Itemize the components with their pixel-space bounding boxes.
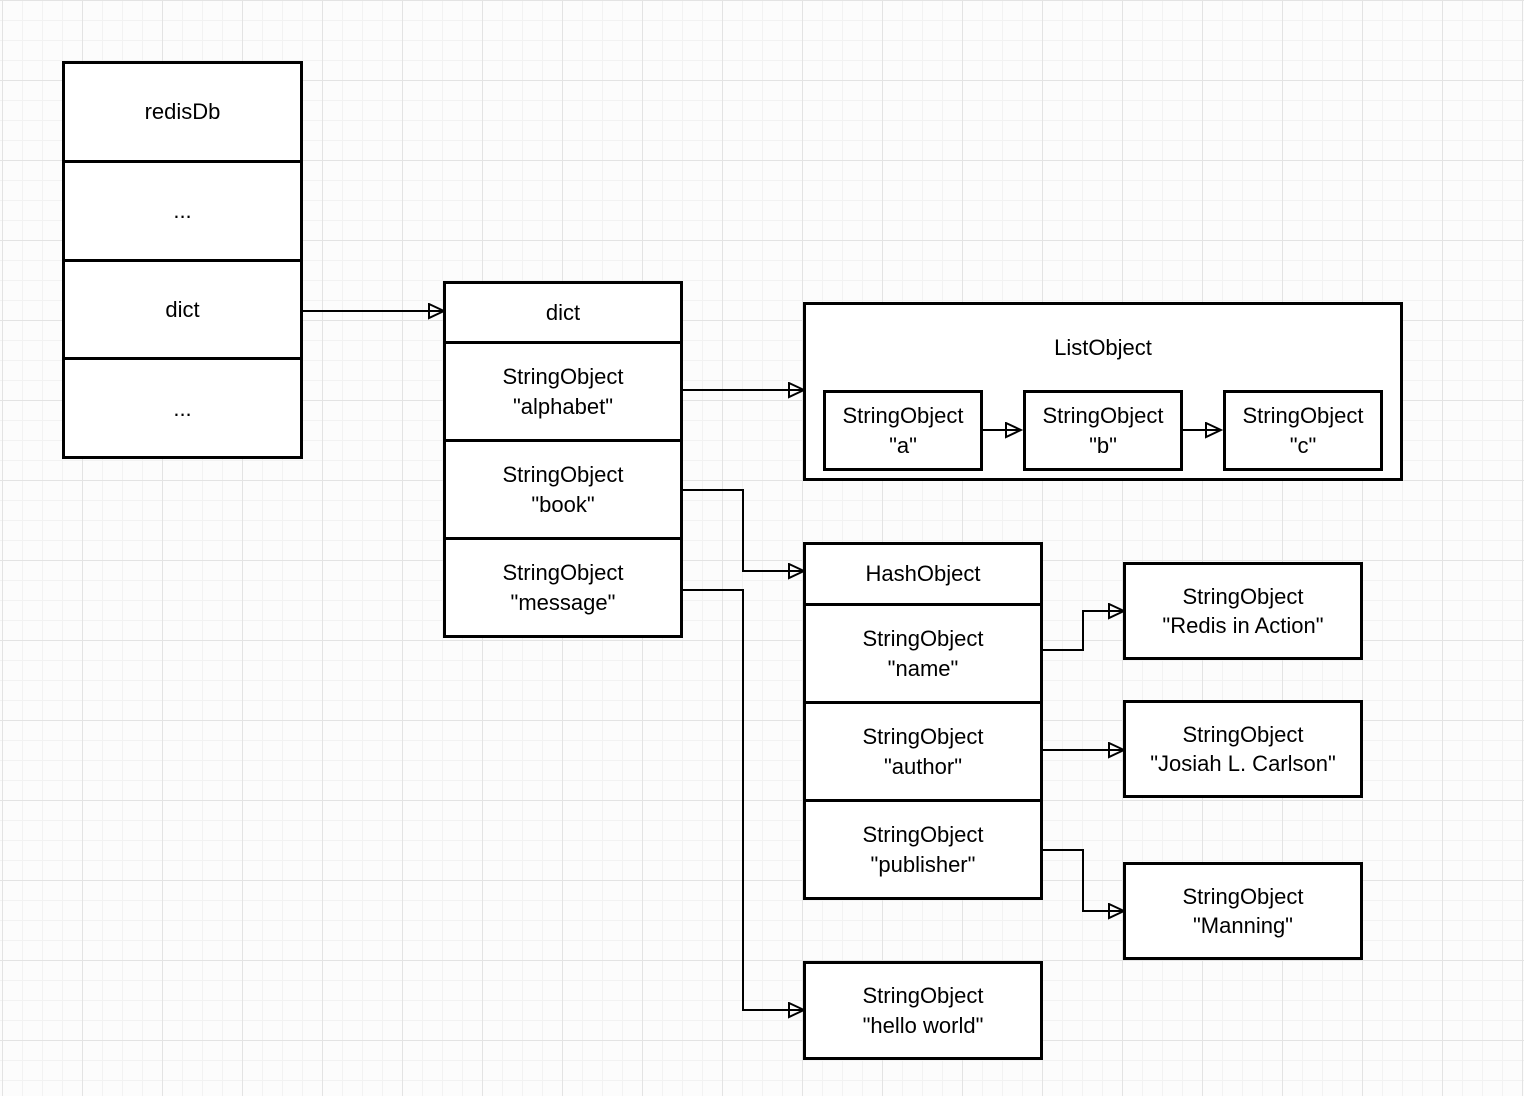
dict-book-value: "book" [531,491,595,517]
redisdb-row-title: redisDb [144,99,221,125]
list-item-a-value: "a" [889,432,917,458]
dict-table: dict StringObject "alphabet" StringObjec… [443,281,683,638]
hash-name-type: StringObject [862,626,984,652]
dict-alphabet-value: "alphabet" [512,393,614,419]
list-item-a: StringObject "a" [823,390,983,471]
dict-row-message: StringObject "message" [446,537,680,635]
edge-publisher-to-manning [1043,849,1123,911]
redisdb-table: redisDb ... dict ... [62,61,303,459]
hash-publisher-value: "publisher" [870,851,976,877]
josiah-type: StringObject [1182,721,1304,747]
edge-book-to-hashobject [683,489,803,571]
hash-object: HashObject StringObject "name" StringObj… [803,542,1043,900]
hash-row-name: StringObject "name" [806,603,1040,701]
hash-author-type: StringObject [862,724,984,750]
list-object: ListObject StringObject "a" StringObject… [803,302,1403,481]
list-item-c: StringObject "c" [1223,390,1383,471]
string-manning: StringObject "Manning" [1123,862,1363,960]
dict-row-book: StringObject "book" [446,439,680,537]
list-item-c-value: "c" [1289,432,1317,458]
redis-in-action-value: "Redis in Action" [1162,613,1324,638]
list-item-b-type: StringObject [1042,403,1164,429]
redis-in-action-type: StringObject [1182,583,1304,609]
string-josiah-l-carlson: StringObject "Josiah L. Carlson" [1123,700,1363,798]
hello-world-value: "hello world" [862,1012,984,1038]
dict-message-value: "message" [510,589,616,615]
list-object-title: ListObject [1054,334,1152,360]
list-item-b: StringObject "b" [1023,390,1183,471]
edge-name-to-redis-in-action [1043,611,1123,651]
manning-type: StringObject [1182,883,1304,909]
hash-publisher-type: StringObject [862,822,984,848]
list-item-c-type: StringObject [1242,403,1364,429]
hash-row-title: HashObject [865,561,981,587]
redisdb-row-ellipsis-top: ... [65,159,300,259]
hash-row-author: StringObject "author" [806,701,1040,799]
redisdb-row-ellipsis-bottom: ... [65,357,300,456]
list-item-b-value: "b" [1089,432,1117,458]
string-redis-in-action: StringObject "Redis in Action" [1123,562,1363,660]
hash-author-value: "author" [884,753,962,779]
redisdb-row-dict: dict [65,258,300,358]
dict-alphabet-type: StringObject [502,364,624,390]
dict-message-type: StringObject [502,560,624,586]
dict-row-alphabet: StringObject "alphabet" [446,341,680,439]
hello-world-type: StringObject [862,983,984,1009]
hash-name-value: "name" [887,655,959,681]
josiah-value: "Josiah L. Carlson" [1150,751,1336,776]
dict-book-type: StringObject [502,462,624,488]
manning-value: "Manning" [1192,913,1293,938]
list-item-a-type: StringObject [842,403,964,429]
hash-row-publisher: StringObject "publisher" [806,799,1040,897]
edge-message-to-hello-world [683,589,803,1010]
dict-row-title: dict [545,299,581,325]
string-hello-world: StringObject "hello world" [803,961,1043,1060]
